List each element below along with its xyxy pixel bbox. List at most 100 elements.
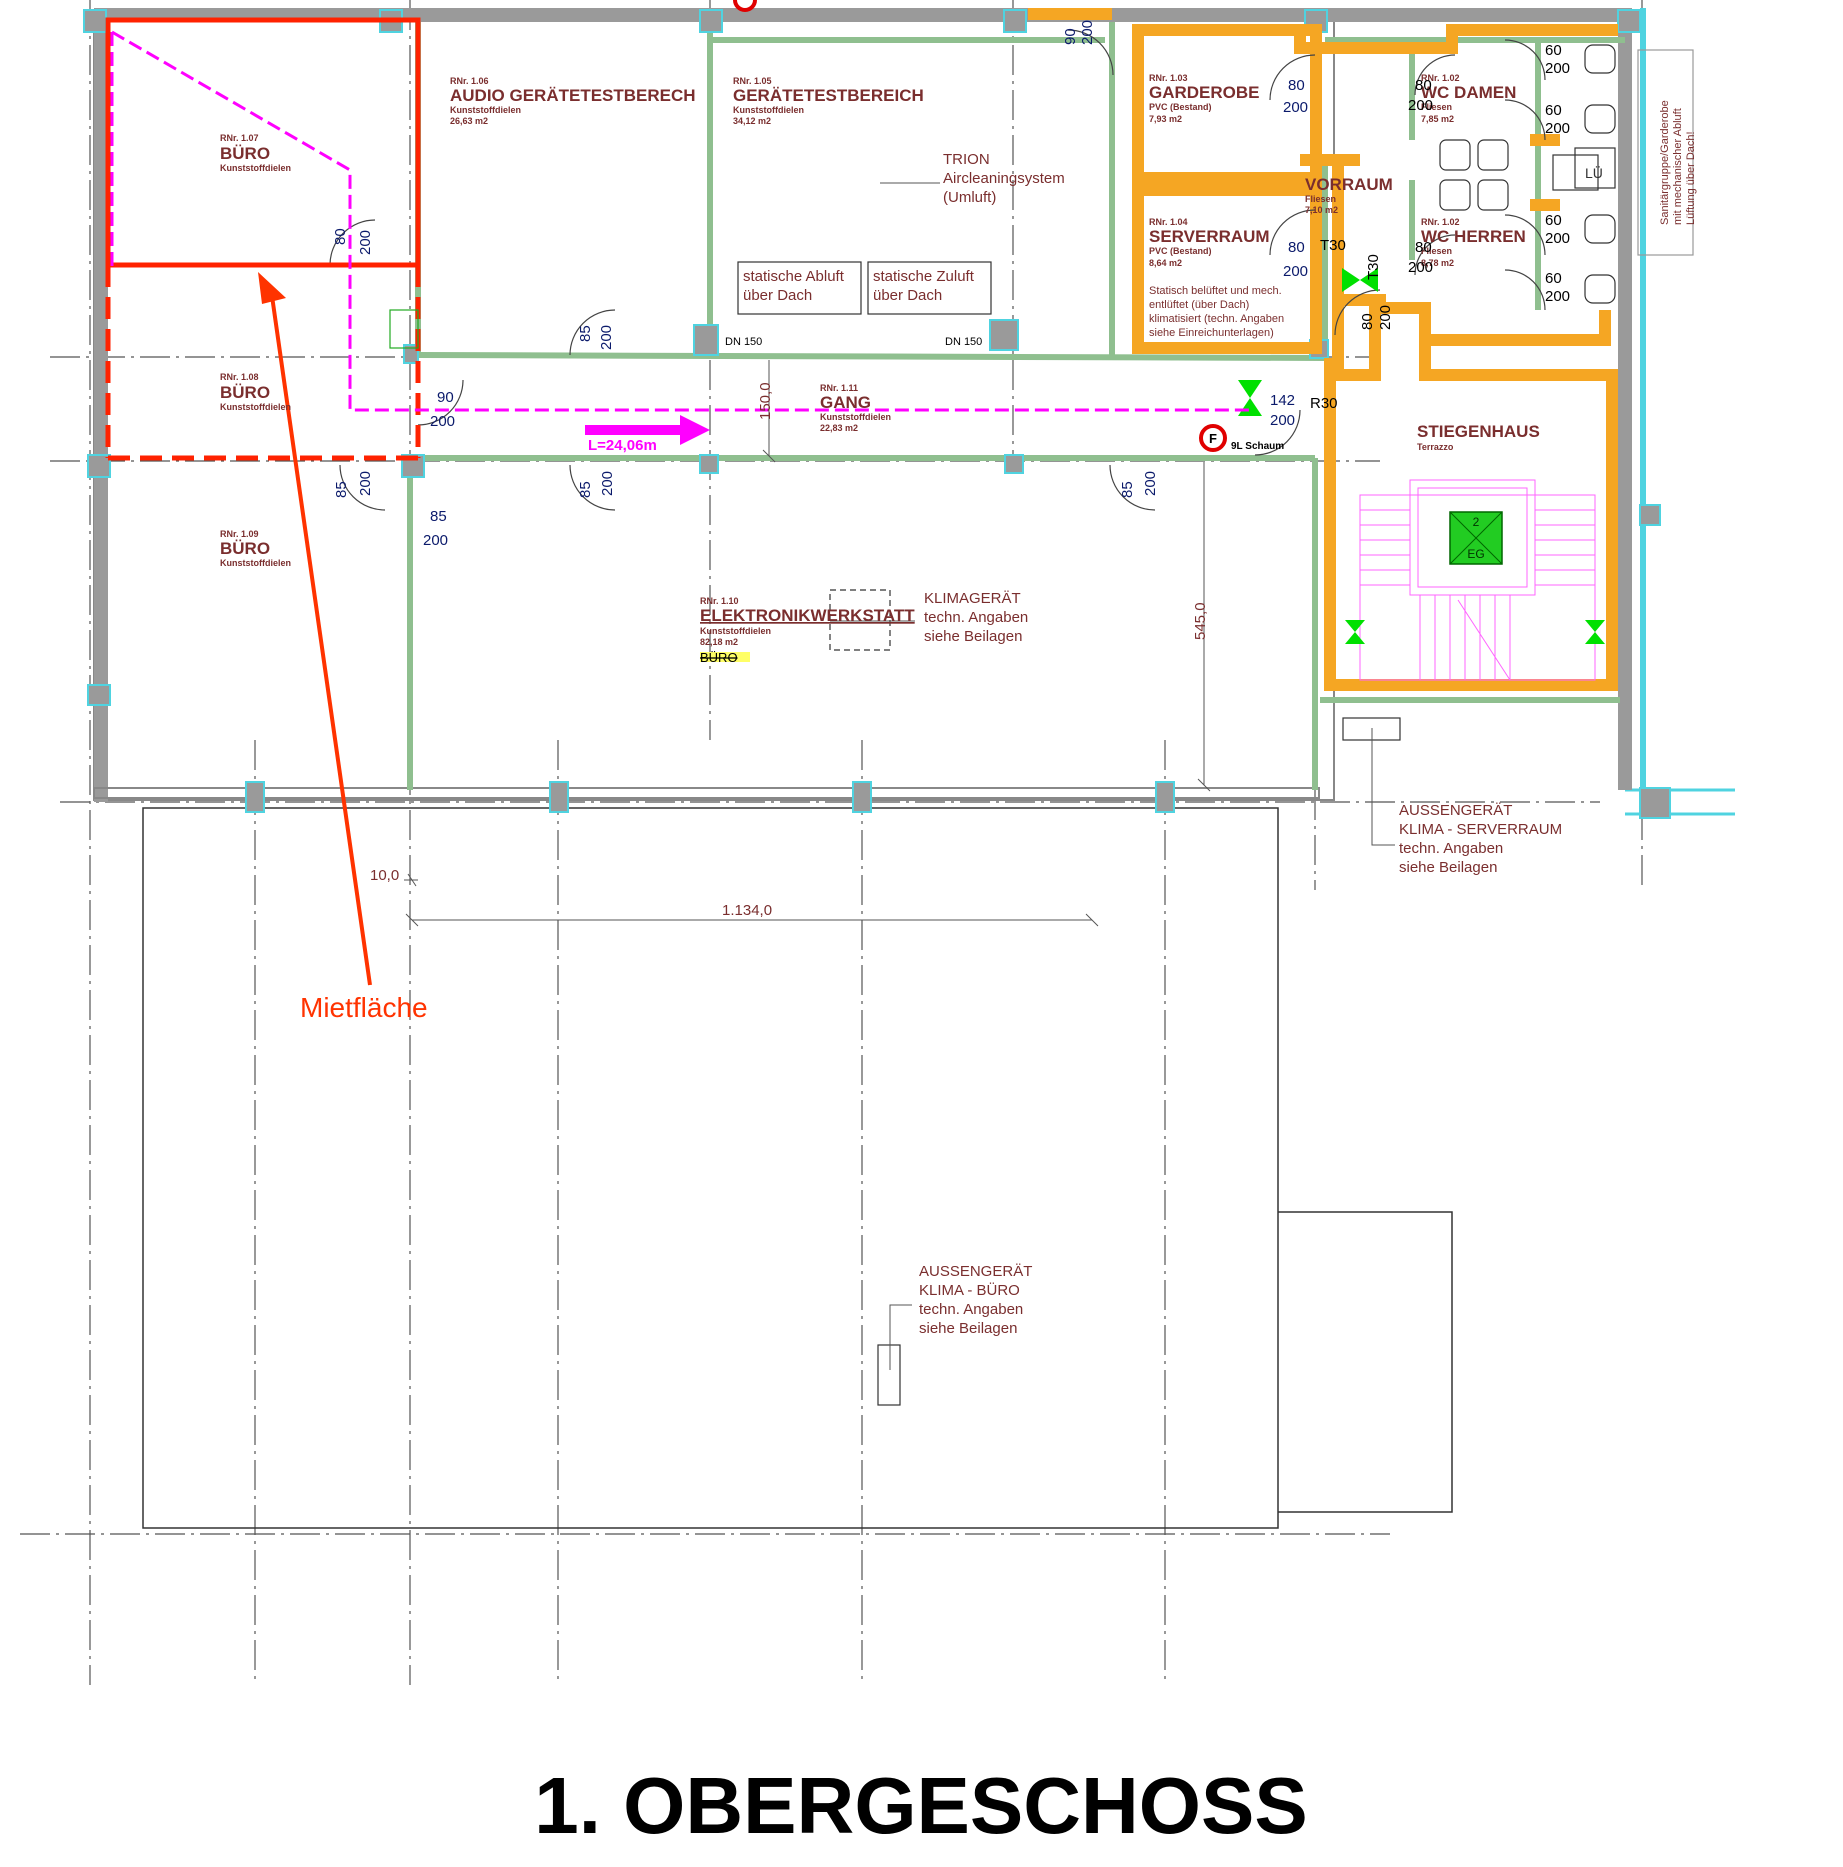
zuluft-line-2: über Dach xyxy=(873,287,942,304)
svg-text:F: F xyxy=(1209,431,1217,446)
fire-extinguisher-icon-top xyxy=(733,0,757,12)
svg-text:80: 80 xyxy=(1288,77,1305,94)
svg-text:200: 200 xyxy=(1408,259,1433,276)
room-104-area: 8,64 m2 xyxy=(1149,258,1182,268)
route-length-arrow xyxy=(585,415,710,445)
room-104-floor: PVC (Bestand) xyxy=(1149,246,1212,256)
room-111-floor: Kunststoffdielen xyxy=(820,412,891,422)
vorraum-area: 7,10 m2 xyxy=(1305,205,1338,215)
dimension-lines xyxy=(404,360,1211,927)
sanitaer-note-1: Sanitärgruppe/Garderobe xyxy=(1659,100,1671,225)
stair-top-label: 2 xyxy=(1473,515,1480,529)
svg-text:60: 60 xyxy=(1545,102,1562,119)
svg-text:R30: R30 xyxy=(1310,395,1338,412)
svg-text:60: 60 xyxy=(1545,42,1562,59)
svg-text:200: 200 xyxy=(1545,230,1570,247)
svg-text:200: 200 xyxy=(1142,471,1159,496)
svg-text:80: 80 xyxy=(332,228,349,245)
svg-text:200: 200 xyxy=(598,325,615,350)
route-length-label: L=24,06m xyxy=(588,437,657,454)
dim-1134: 1.134,0 xyxy=(722,902,772,919)
room-104-name: SERVERRAUM xyxy=(1149,227,1270,246)
svg-text:90: 90 xyxy=(437,389,454,406)
room-102b-number: RNr. 1.02 xyxy=(1421,217,1460,227)
svg-text:80: 80 xyxy=(1415,239,1432,256)
abluft-line-1: statische Abluft xyxy=(743,268,845,285)
aussen-server-line-4: siehe Beilagen xyxy=(1399,859,1497,876)
svg-text:200: 200 xyxy=(1377,305,1394,330)
svg-text:90: 90 xyxy=(1062,28,1079,45)
svg-text:200: 200 xyxy=(1545,288,1570,305)
svg-text:60: 60 xyxy=(1545,212,1562,229)
klimageraet-line-2: techn. Angaben xyxy=(924,609,1028,626)
vorraum-name: VORRAUM xyxy=(1305,175,1393,194)
klimageraet-line-1: KLIMAGERÄT xyxy=(924,590,1021,607)
svg-text:200: 200 xyxy=(1283,99,1308,116)
aussen-server-line-1: AUSSENGERÄT xyxy=(1399,802,1512,819)
rented-area-label: Mietfläche xyxy=(300,992,428,1023)
svg-text:200: 200 xyxy=(357,230,374,255)
room-102b-name: WC HERREN xyxy=(1421,227,1526,246)
svg-text:85: 85 xyxy=(577,325,594,342)
klimageraet-line-3: siehe Beilagen xyxy=(924,628,1022,645)
aussen-server-line-2: KLIMA - SERVERRAUM xyxy=(1399,821,1562,838)
page-title: 1. OBERGESCHOSS xyxy=(534,1761,1308,1850)
room-109-name: BÜRO xyxy=(220,539,270,558)
server-note-2: entlüftet (über Dach) xyxy=(1149,299,1249,311)
extinguisher-label: 9L Schaum xyxy=(1231,441,1284,452)
dim-545: 545,0 xyxy=(1192,602,1209,640)
room-105-floor: Kunststoffdielen xyxy=(733,105,804,115)
aussen-buero-line-3: techn. Angaben xyxy=(919,1301,1023,1318)
room-107-number: RNr. 1.07 xyxy=(220,133,259,143)
sanitaer-note-3: Lüftung über Dach! xyxy=(1685,131,1697,225)
room-108-name: BÜRO xyxy=(220,383,270,402)
walls xyxy=(83,8,1735,819)
trion-line-1: TRION xyxy=(943,151,990,168)
svg-text:200: 200 xyxy=(1408,97,1433,114)
svg-text:142: 142 xyxy=(1270,392,1295,409)
lue-label: LÜ xyxy=(1585,164,1603,181)
svg-text:200: 200 xyxy=(599,471,616,496)
room-111-area: 22,83 m2 xyxy=(820,423,858,433)
svg-text:200: 200 xyxy=(357,471,374,496)
svg-text:200: 200 xyxy=(1545,60,1570,77)
room-106-number: RNr. 1.06 xyxy=(450,76,489,86)
room-102a-name: WC DAMEN xyxy=(1421,83,1516,102)
room-109-number: RNr. 1.09 xyxy=(220,529,259,539)
svg-text:200: 200 xyxy=(430,413,455,430)
stiegenhaus-floor: Terrazzo xyxy=(1417,442,1454,452)
svg-text:200: 200 xyxy=(1283,263,1308,280)
room-106-area: 26,63 m2 xyxy=(450,116,488,126)
trion-line-2: Aircleaningsystem xyxy=(943,170,1065,187)
svg-text:80: 80 xyxy=(1415,77,1432,94)
equipment-boxes xyxy=(389,49,1694,1406)
dn150-right: DN 150 xyxy=(945,336,982,348)
room-102a-area: 7,85 m2 xyxy=(1421,114,1454,124)
svg-text:200: 200 xyxy=(423,532,448,549)
svg-text:85: 85 xyxy=(1119,481,1136,498)
svg-text:80: 80 xyxy=(1359,313,1376,330)
stair-bottom-label: EG xyxy=(1467,547,1484,561)
dim-150: 150,0 xyxy=(757,382,774,420)
room-110-floor: Kunststoffdielen xyxy=(700,626,771,636)
sanitary-fixtures xyxy=(1439,44,1616,304)
svg-text:T30: T30 xyxy=(1320,237,1346,254)
room-110-area: 82,18 m2 xyxy=(700,637,738,647)
rented-area-outline xyxy=(105,17,421,461)
room-105-name: GERÄTETESTBEREICH xyxy=(733,86,924,105)
svg-text:200: 200 xyxy=(1545,120,1570,137)
aussen-server-line-3: techn. Angaben xyxy=(1399,840,1503,857)
aussen-buero-line-2: KLIMA - BÜRO xyxy=(919,1281,1020,1299)
room-103-area: 7,93 m2 xyxy=(1149,114,1182,124)
server-note-3: klimatisiert (techn. Angaben xyxy=(1149,313,1284,325)
room-108-number: RNr. 1.08 xyxy=(220,372,259,382)
zuluft-line-1: statische Zuluft xyxy=(873,268,975,285)
rented-area-arrow xyxy=(258,272,372,986)
server-note-1: Statisch belüftet und mech. xyxy=(1149,285,1282,297)
door-dimensions: 80 200 85 200 90 200 85 200 85 200 85 20… xyxy=(332,20,1570,549)
staircase xyxy=(1359,479,1596,681)
sanitaer-note-2: mit mechanischer Abluft xyxy=(1672,108,1684,225)
dim-10: 10,0 xyxy=(370,867,399,884)
room-103-number: RNr. 1.03 xyxy=(1149,73,1188,83)
magenta-escape-route xyxy=(110,30,1250,412)
